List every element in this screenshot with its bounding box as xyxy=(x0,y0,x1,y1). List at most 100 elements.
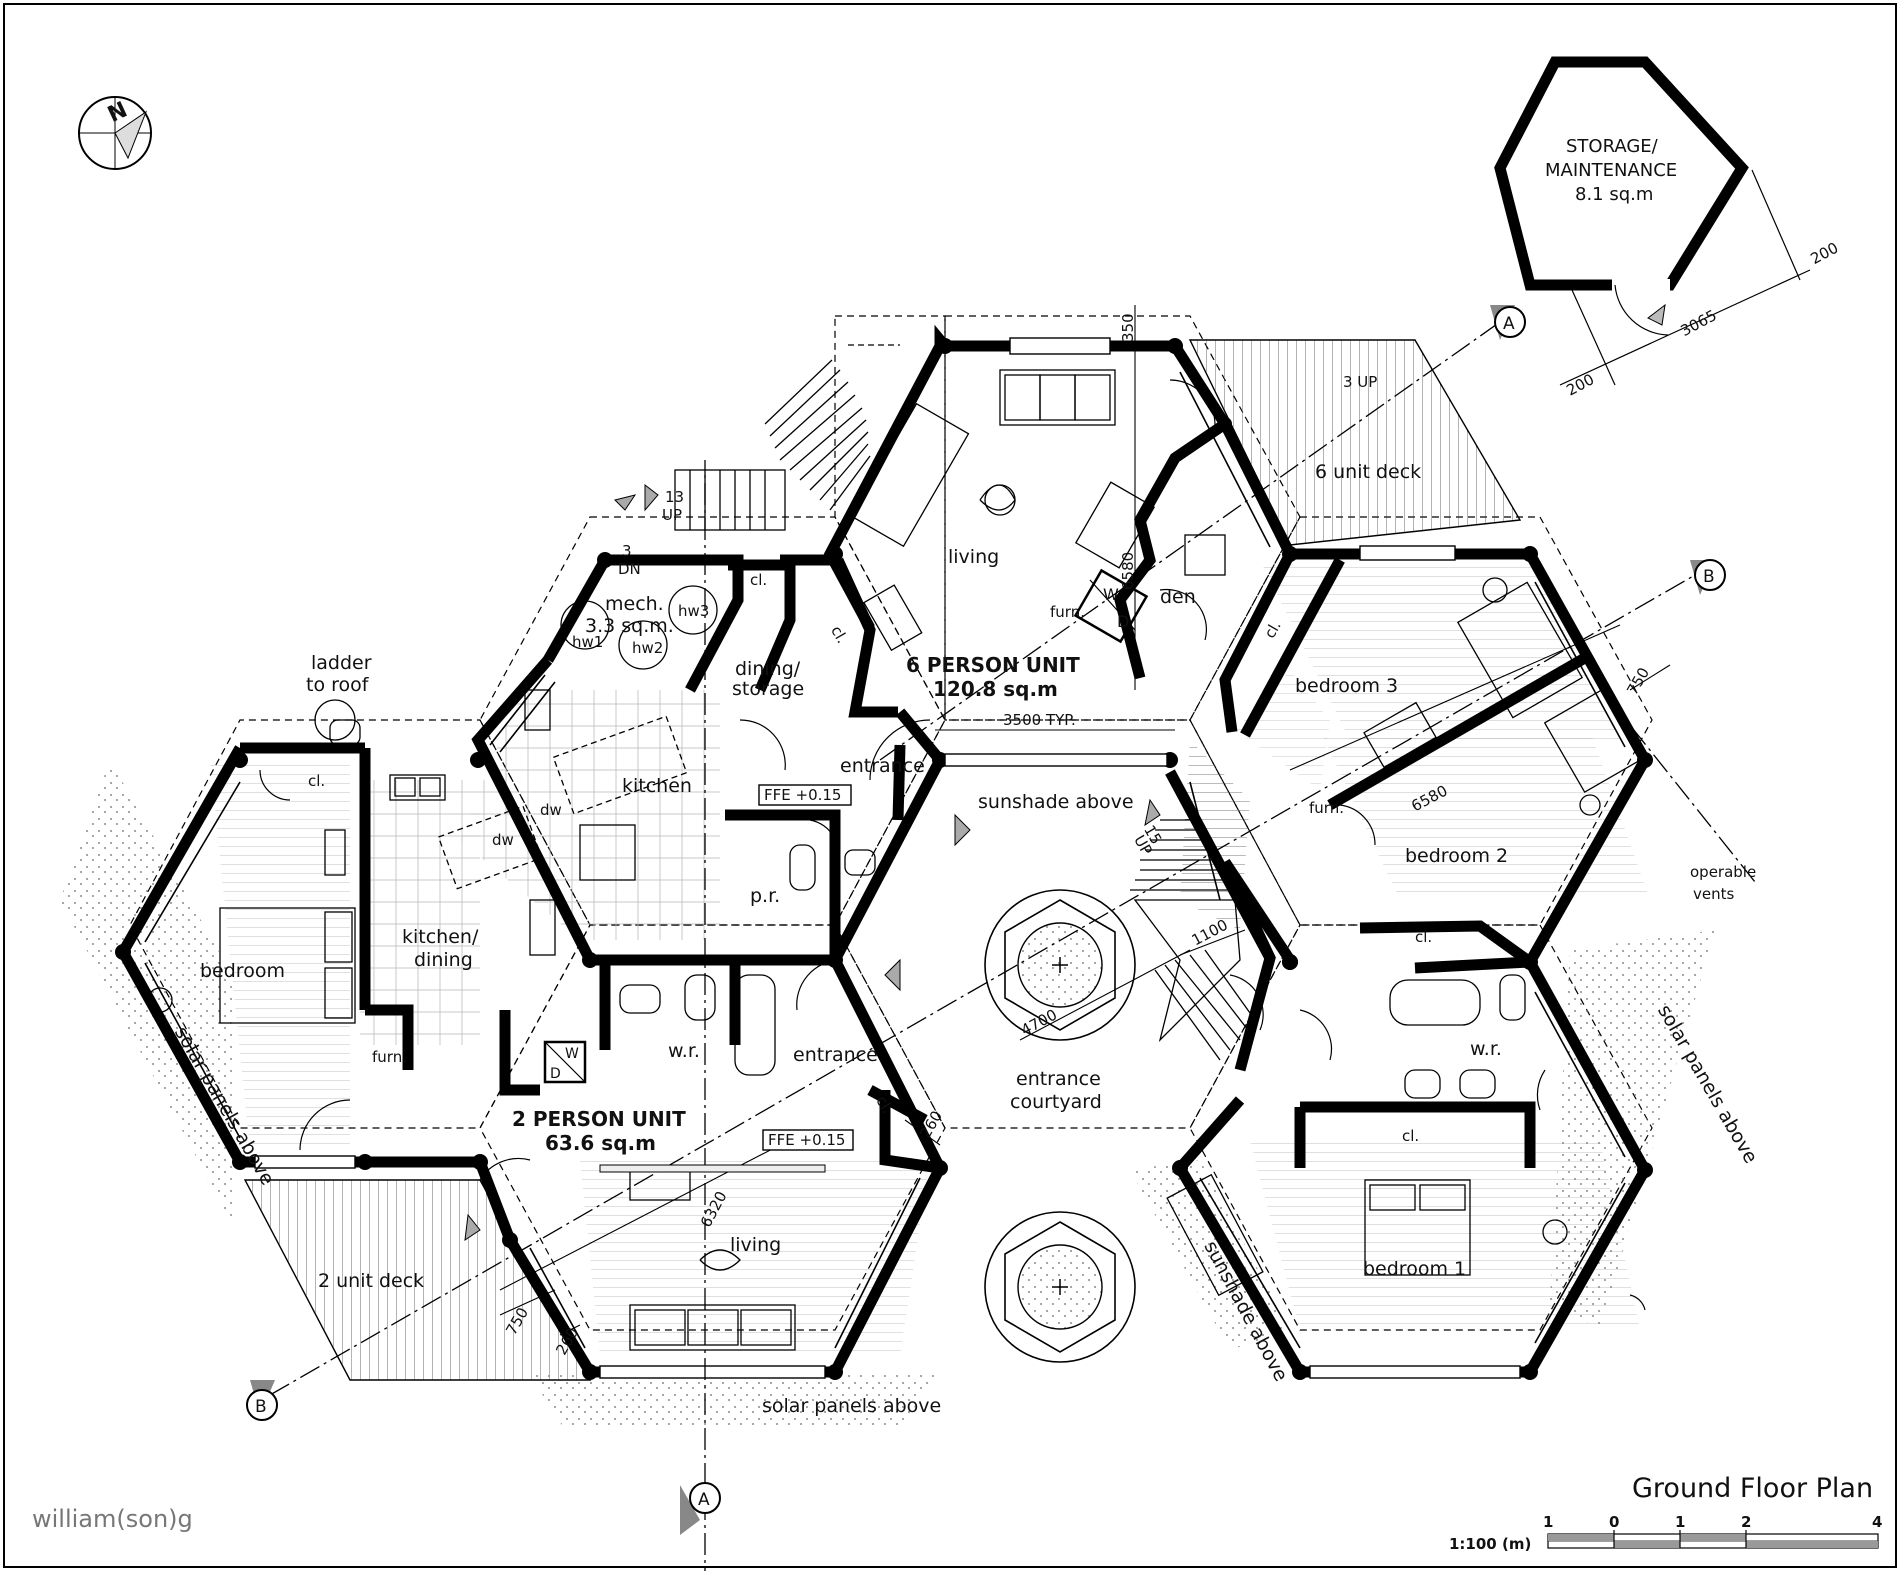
label-furn-b: furn. xyxy=(1309,799,1344,817)
unit-6-area: 120.8 sq.m xyxy=(933,677,1058,701)
label-living-b: living xyxy=(730,1234,781,1256)
drawing-frame xyxy=(3,3,1897,1568)
scale-tick-0: 0 xyxy=(1609,1513,1619,1531)
storage-name: STORAGE/ xyxy=(1566,136,1659,157)
label-cl-2: cl. xyxy=(827,623,851,647)
label-cl-5: cl. xyxy=(1402,1127,1419,1145)
note-ffe-a: FFE +0.15 xyxy=(764,786,841,804)
section-markers: A B B A xyxy=(246,305,1726,1535)
svg-text:B: B xyxy=(255,1397,267,1417)
label-kd-2: dining xyxy=(414,949,473,971)
label-cl-6: cl. xyxy=(308,772,325,790)
section-marker-a-bottom: A xyxy=(680,1482,721,1535)
dim-750a: 750 xyxy=(1623,664,1653,698)
unit-6-name: 6 PERSON UNIT xyxy=(906,653,1080,677)
label-wr-a: w.r. xyxy=(668,1040,700,1062)
label-entrance-a: entrance xyxy=(840,755,925,777)
north-arrow-icon: N xyxy=(78,96,152,170)
dimension-lines xyxy=(499,305,1671,1336)
label-dw1: dw xyxy=(540,801,562,819)
label-cl-4: cl. xyxy=(1415,928,1432,946)
note-solar-bottom: solar panels above xyxy=(762,1395,941,1417)
label-bedroom3: bedroom 3 xyxy=(1295,675,1398,697)
label-hw1: hw1 xyxy=(572,633,603,651)
label-bedroom: bedroom xyxy=(200,960,285,982)
label-den: den xyxy=(1160,586,1196,608)
watermark: william(son)g xyxy=(32,1505,193,1533)
scale-tick-4: 4 xyxy=(1872,1513,1882,1531)
label-mech-1: mech. xyxy=(605,593,664,615)
courtyard-planters xyxy=(984,889,1136,1363)
entry-arrows xyxy=(464,483,1161,1242)
stairs xyxy=(674,344,1256,1061)
label-dining-2: storage xyxy=(732,678,804,700)
note-stair-3: 3 xyxy=(622,542,632,560)
label-courtyard-1: entrance xyxy=(1016,1068,1101,1090)
note-vents-2: vents xyxy=(1693,885,1734,903)
label-cl-7: cl. xyxy=(872,1093,896,1117)
dim-6580a: 6580 xyxy=(1119,552,1137,590)
svg-text:A: A xyxy=(1503,314,1515,334)
building-walls xyxy=(116,324,1652,1378)
north-label: N xyxy=(104,98,131,128)
label-furn-a: furn. xyxy=(1050,603,1085,621)
label-wr-b: w.r. xyxy=(1470,1038,1502,1060)
dim-storage-2: 3065 xyxy=(1678,306,1720,340)
label-pr: p.r. xyxy=(750,885,780,907)
label-ladder-1: ladder xyxy=(311,652,372,674)
dim-3500: 3500 TYP. xyxy=(1003,711,1076,729)
scale-tick-1b: 1 xyxy=(1675,1513,1685,1531)
svg-text:A: A xyxy=(698,1490,710,1510)
note-deck-up: 3 UP xyxy=(1343,373,1377,391)
note-sunshade-top: sunshade above xyxy=(978,791,1134,813)
label-furn-c: furn. xyxy=(372,1048,407,1066)
wd-d2: D xyxy=(550,1066,561,1082)
label-dining-1: dining/ xyxy=(735,658,801,680)
dim-storage-3: 200 xyxy=(1808,239,1842,268)
unit-2-area: 63.6 sq.m xyxy=(545,1131,656,1155)
svg-text:B: B xyxy=(1703,567,1715,587)
title-block: Ground Floor Plan 1:100 (m) 1 0 1 2 4 xyxy=(1449,1473,1882,1553)
label-living-a: living xyxy=(948,546,999,568)
label-hw3: hw3 xyxy=(678,602,709,620)
note-stair-up: UP xyxy=(662,506,682,524)
dim-4700: 4700 xyxy=(1018,1006,1060,1040)
label-courtyard-2: courtyard xyxy=(1010,1091,1102,1113)
unit-2-name: 2 PERSON UNIT xyxy=(512,1107,686,1131)
label-hw2: hw2 xyxy=(632,639,663,657)
dim-1100: 1100 xyxy=(1189,916,1231,950)
section-marker-b-left: B xyxy=(246,1380,278,1421)
label-dw2: dw xyxy=(492,831,514,849)
storage-building xyxy=(1494,56,1811,386)
note-vents-1: operable xyxy=(1690,863,1756,881)
furniture xyxy=(147,369,1647,1351)
windows xyxy=(134,337,1636,1379)
scale-tick-1: 1 xyxy=(1543,1513,1553,1531)
drawing-title: Ground Floor Plan xyxy=(1632,1473,1873,1504)
label-kd-1: kitchen/ xyxy=(402,926,479,948)
unit-labels: 6 PERSON UNIT 120.8 sq.m 2 PERSON UNIT 6… xyxy=(512,136,1677,1155)
dim-storage-1: 200 xyxy=(1563,370,1597,399)
door-swings xyxy=(259,379,1646,1311)
label-bedroom1: bedroom 1 xyxy=(1363,1258,1466,1280)
label-cl-1: cl. xyxy=(750,571,767,589)
section-marker-a-top: A xyxy=(1490,305,1526,340)
note-ffe-b: FFE +0.15 xyxy=(768,1131,845,1149)
wd-w2: W xyxy=(565,1046,579,1062)
wd-d: D xyxy=(1117,612,1129,631)
washer-dryer: W D W D xyxy=(543,568,1149,1084)
section-marker-b-right: B xyxy=(1690,559,1726,595)
label-mech-2: 3.3 sq.m. xyxy=(585,615,674,637)
label-deck2: 2 unit deck xyxy=(318,1270,424,1292)
storage-area: 8.1 sq.m xyxy=(1575,184,1653,205)
room-labels: living den 6 unit deck bedroom 3 bedroom… xyxy=(200,461,1508,1292)
structural-columns xyxy=(115,338,1653,1380)
label-ladder-2: to roof xyxy=(306,674,370,696)
note-stair-13: 13 xyxy=(665,488,684,506)
scale-bar xyxy=(1547,1530,1879,1549)
label-kitchen: kitchen xyxy=(622,775,692,797)
section-lines xyxy=(269,321,1756,1571)
dim-350: 350 xyxy=(1119,313,1137,342)
scale-label: 1:100 (m) xyxy=(1449,1535,1531,1553)
